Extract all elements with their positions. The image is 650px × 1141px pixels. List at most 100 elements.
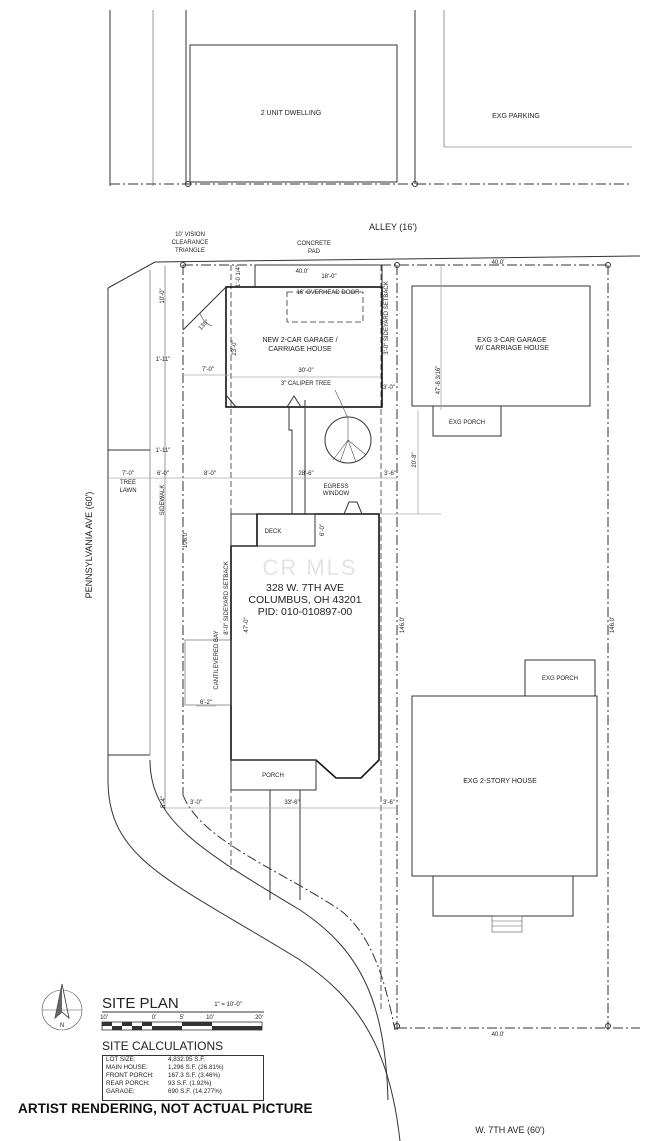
scale-tick: 5' <box>180 1015 184 1021</box>
calc-value: 167.3 S.F. (3.46%) <box>168 1072 221 1079</box>
new-garage-outline <box>225 286 383 408</box>
exg-house-outline <box>411 695 598 877</box>
dim-6-0-deck: 6'-0" <box>320 524 326 536</box>
garage-door-mark <box>286 395 302 408</box>
concrete-pad <box>254 264 383 288</box>
calc-key: MAIN HOUSE: <box>106 1064 148 1071</box>
dim-18: 18'-0" <box>321 274 336 280</box>
dim-40-bottom: 40.0' <box>492 1032 505 1038</box>
tree-leader <box>334 389 349 419</box>
w7th-ave-label: W. 7TH AVE (60') <box>475 1125 545 1135</box>
calc-row: LOT SIZE: 4,832.95 S.F. <box>103 1056 263 1064</box>
calc-value: 4,832.95 S.F. <box>168 1056 206 1063</box>
porch-outline <box>230 759 317 791</box>
address-line-2: COLUMBUS, OH 43201 <box>248 594 361 606</box>
deck-outline <box>230 513 316 547</box>
dim-3-6a: 3'-6" <box>384 471 396 477</box>
top-dwelling-outline <box>189 44 398 183</box>
walkway-left <box>288 407 293 514</box>
calc-value: 690 S.F. (14.277%) <box>168 1088 222 1095</box>
egress-label-1: EGRESS <box>323 484 348 490</box>
dim-146-right: 146.0' <box>610 617 616 633</box>
dim-33-6: 33'-6" <box>284 800 299 806</box>
disclaimer-text: ARTIST RENDERING, NOT ACTUAL PICTURE <box>18 1101 313 1116</box>
scale-text: 1" = 10'-0" <box>214 1002 242 1008</box>
tree-detail <box>347 439 357 463</box>
dim-3-6b: 3'-6" <box>383 800 395 806</box>
scale-tick: 20' <box>255 1015 263 1021</box>
exg-porch-2-label: EXG PORCH <box>542 676 578 682</box>
sidewalk-label: SIDEWALK <box>160 485 166 516</box>
dim-6-0: 6'-0" <box>157 471 169 477</box>
main-house-outline <box>230 513 380 779</box>
vision-triangle-label-1: 10' VISION <box>175 232 205 238</box>
calc-key: LOT SIZE: <box>106 1056 136 1063</box>
scale-tick: 10' <box>206 1015 214 1021</box>
address-line-3: PID: 010-010897-00 <box>258 606 353 618</box>
survey-pin <box>605 1023 611 1029</box>
tree-detail <box>347 439 367 456</box>
dim-7-0a: 7'-0" <box>202 367 214 373</box>
vision-triangle-label-2: CLEARANCE <box>172 240 209 246</box>
egress-window <box>343 501 363 515</box>
exg-parking-outline <box>443 10 632 148</box>
caliper-tree-label: 3" CALIPER TREE <box>281 381 331 387</box>
corner-sidewalk-curve <box>149 759 389 1101</box>
dim-47-8: 47'-8 3/16" <box>436 366 442 395</box>
porch-label: PORCH <box>262 773 284 779</box>
scale-bar <box>101 1021 263 1031</box>
deck-label: DECK <box>265 529 282 535</box>
calc-row: FRONT PORCH: 167.3 S.F. (3.46%) <box>103 1072 263 1080</box>
caliper-tree <box>324 416 372 464</box>
watermark: CR MLS <box>262 555 357 580</box>
alley-label: ALLEY (16') <box>369 222 417 232</box>
dim-1-11a: 1'-11" <box>156 357 171 363</box>
exg-porch-1-label: EXG PORCH <box>449 420 485 426</box>
exg-porch-1-outline <box>432 405 502 437</box>
corner-curb-curve <box>107 779 401 1141</box>
north-label: N <box>60 1023 64 1029</box>
survey-pin <box>412 181 418 187</box>
dim-40-top: 40.0' <box>492 260 505 266</box>
site-calculations-title: SITE CALCULATIONS <box>102 1039 223 1053</box>
pennsylvania-ave-label: PENNSYLVANIA AVE (60') <box>84 492 94 599</box>
tree-lawn-label-1: TREE <box>120 480 136 486</box>
dim-6-2: 6'-2" <box>200 700 212 706</box>
dim-3-0a: 3'-0" <box>383 385 395 391</box>
dim-1-11b: 1'-11" <box>156 448 171 454</box>
new-garage-label-2: CARRIAGE HOUSE <box>268 346 332 353</box>
site-calculations-table: LOT SIZE: 4,832.95 S.F. MAIN HOUSE:1,296 … <box>102 1055 264 1101</box>
exg-house-label: EXG 2-STORY HOUSE <box>463 778 537 785</box>
calc-key: GARAGE: <box>106 1088 135 1095</box>
egress-label-2: WINDOW <box>323 491 350 497</box>
dim-3-0b: 3'-0" <box>190 800 202 806</box>
overhead-door-outline <box>286 291 364 323</box>
dim-1-0: 1'-0 1/4" <box>236 265 242 287</box>
sideyard-setback-left: 8'-0" SIDEYARD SETBACK <box>224 561 230 635</box>
survey-pin <box>185 181 191 187</box>
dim-7-0b: 7'-0" <box>122 471 134 477</box>
vision-triangle-label-3: TRIANGLE <box>175 248 205 254</box>
calc-key: FRONT PORCH: <box>106 1072 154 1079</box>
dim-10-0: 10'-0" <box>160 288 166 303</box>
address-line-1: 328 W. 7TH AVE <box>266 582 344 594</box>
calc-value: 93 S.F. (1.92%) <box>168 1080 212 1087</box>
calc-row: GARAGE: 690 S.F. (14.277%) <box>103 1088 263 1096</box>
concrete-pad-label-2: PAD <box>308 249 321 255</box>
calc-row: MAIN HOUSE:1,296 S.F. (26.81%) <box>103 1064 263 1072</box>
exg-garage-label-1: EXG 3-CAR GARAGE <box>477 337 547 344</box>
sideyard-setback-right: 3'-0" SIDEYARD SETBACK <box>384 281 390 355</box>
dim-5-4: 5'-4" <box>161 796 167 808</box>
alley-corner-line <box>107 261 156 289</box>
dim-40-pad: 40.0' <box>296 269 309 275</box>
new-garage-label-1: NEW 2-CAR GARAGE / <box>262 337 337 344</box>
survey-pin <box>394 1023 400 1029</box>
cantilevered-bay-label: CANTILEVERED BAY <box>214 630 220 689</box>
dim-30-0: 30'-0" <box>298 368 313 374</box>
dim-106: 106.0' <box>183 532 189 548</box>
concrete-pad-label-1: CONCRETE <box>297 241 331 247</box>
corner-property-curve <box>182 794 396 1031</box>
cantilevered-bay-zone <box>184 639 232 706</box>
dim-146-left: 146.0' <box>400 617 406 633</box>
